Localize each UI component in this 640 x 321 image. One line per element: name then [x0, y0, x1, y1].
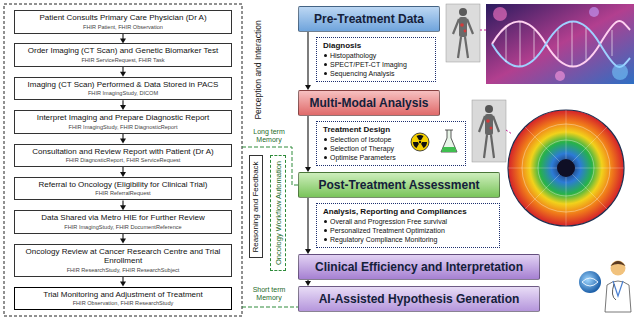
fhir-resources: FHIR ReferralRequest — [19, 190, 227, 197]
stage-box: Post-Treatment Assessment — [298, 172, 500, 198]
step-title: Oncology Review at Cancer Research Centr… — [19, 247, 227, 266]
bullet-item: Selection of Isotope — [323, 135, 460, 144]
stage-title: AI-Assisted Hypothesis Generation — [319, 292, 520, 306]
step-title: Data Shared via Metro HIE for Further Re… — [19, 213, 227, 223]
step-title: Patient Consults Primary Care Physician … — [19, 13, 227, 23]
bullet-item: Regulatory Compliance Monitoring — [323, 235, 494, 244]
fhir-resources: FHIR ResearchStudy, FHIR ResearchSubject — [19, 267, 227, 274]
step-title: Imaging (CT Scan) Performed & Data Store… — [19, 80, 227, 90]
stage-title: Post-Treatment Assessment — [319, 178, 480, 192]
flow-arrow — [120, 167, 126, 177]
scan-figure — [446, 4, 480, 62]
bullet-item: Optimise Parameters — [323, 153, 460, 162]
fhir-resources: FHIR ImagingStudy, FHIR DiagnosticReport — [19, 124, 227, 131]
bullet-item: Sequencing Analysis — [323, 69, 430, 78]
stage-box: Pre-Treatment Data — [298, 6, 440, 32]
stage-box: AI-Assisted Hypothesis Generation — [298, 286, 540, 312]
doctor-icon — [579, 261, 631, 313]
flow-arrow — [305, 32, 311, 90]
radiation-symbol — [411, 133, 429, 151]
scan-figure — [472, 100, 506, 162]
side-label: Perception and Interaction — [253, 20, 263, 119]
memory-label: Short term Memory — [244, 286, 294, 302]
flow-arrow — [120, 234, 126, 244]
bullet-item: Histopathology — [323, 51, 430, 60]
memory-line — [242, 307, 298, 308]
spectrum-circle — [508, 110, 624, 226]
bullet-item: Personalized Treatment Optimization — [323, 226, 494, 235]
arrow-line — [307, 32, 308, 86]
process-box: Interpret Imaging and Prepare Diagnostic… — [14, 110, 232, 134]
fhir-resources: FHIR Observation, FHIR ResearchStudy — [19, 300, 227, 307]
detail-heading: Analysis, Reporting and Compliances — [323, 207, 494, 217]
process-box: Data Shared via Metro HIE for Further Re… — [14, 210, 232, 234]
bullet-item: SPECT/PET-CT Imaging — [323, 60, 430, 69]
stage-box: Clinical Efficiency and Interpretation — [298, 254, 540, 280]
stage-box: Multi-Modal Analysis — [298, 90, 440, 116]
bullet-item: Overall and Progression Free survival — [323, 217, 494, 226]
process-box: Consultation and Review Report with Pati… — [14, 144, 232, 168]
step-title: Order Imaging (CT Scan) and Genetic Biom… — [19, 46, 227, 56]
detail-box: Treatment DesignSelection of IsotopeSele… — [316, 121, 466, 166]
detail-box: Analysis, Reporting and CompliancesOvera… — [316, 203, 500, 248]
flow-arrow — [120, 34, 126, 44]
step-title: Consultation and Review Report with Pati… — [19, 147, 227, 157]
flow-arrow — [120, 200, 126, 210]
stage-title: Multi-Modal Analysis — [310, 96, 429, 110]
process-box: Order Imaging (CT Scan) and Genetic Biom… — [14, 43, 232, 67]
vertical-box: Reasoning and Feedback — [249, 155, 263, 258]
memory-label: Long term Memory — [244, 128, 294, 144]
flow-arrow — [120, 100, 126, 110]
flow-arrow — [305, 198, 311, 254]
vertical-title: Reasoning and Feedback — [251, 161, 261, 252]
process-box: Oncology Review at Cancer Research Centr… — [14, 244, 232, 277]
detail-heading: Treatment Design — [323, 125, 460, 135]
stage-title: Clinical Efficiency and Interpretation — [315, 260, 523, 274]
process-box: Patient Consults Primary Care Physician … — [14, 10, 232, 34]
fhir-resources: FHIR ServiceRequest, FHIR Task — [19, 57, 227, 64]
bullet-item: Selection of Therapy — [323, 144, 460, 153]
fhir-resources: FHIR ImagingStudy, DICOM — [19, 90, 227, 97]
fhir-resources: FHIR Patient, FHIR Observation — [19, 24, 227, 31]
flow-arrow — [120, 67, 126, 77]
flow-arrow — [120, 134, 126, 144]
detail-heading: Diagnosis — [323, 41, 430, 51]
flow-arrow — [305, 116, 311, 172]
dna-illustration — [486, 4, 634, 84]
vertical-title: Oncology Workflow Automation — [274, 161, 283, 265]
leader-line — [480, 30, 486, 31]
arrow-line — [307, 198, 308, 250]
detail-box: DiagnosisHistopathologySPECT/PET-CT Imag… — [316, 37, 436, 82]
step-title: Referral to Oncology (Eligibility for Cl… — [19, 180, 227, 190]
process-box: Imaging (CT Scan) Performed & Data Store… — [14, 77, 232, 101]
fhir-resources: FHIR DiagnosticReport, FHIR ServiceReque… — [19, 157, 227, 164]
process-box: Referral to Oncology (Eligibility for Cl… — [14, 177, 232, 201]
flask-icon — [441, 130, 457, 152]
vertical-box: Oncology Workflow Automation — [270, 155, 286, 271]
process-box: Trial Monitoring and Adjustment of Treat… — [14, 287, 232, 311]
step-title: Trial Monitoring and Adjustment of Treat… — [19, 290, 227, 300]
workflow-container — [4, 4, 242, 316]
step-title: Interpret Imaging and Prepare Diagnostic… — [19, 113, 227, 123]
leader-line — [506, 130, 512, 134]
fhir-resources: FHIR ImagingStudy, FHIR DocumentReferenc… — [19, 224, 227, 231]
stage-title: Pre-Treatment Data — [314, 12, 424, 26]
flow-arrow — [120, 277, 126, 287]
arrow-line — [307, 116, 308, 168]
